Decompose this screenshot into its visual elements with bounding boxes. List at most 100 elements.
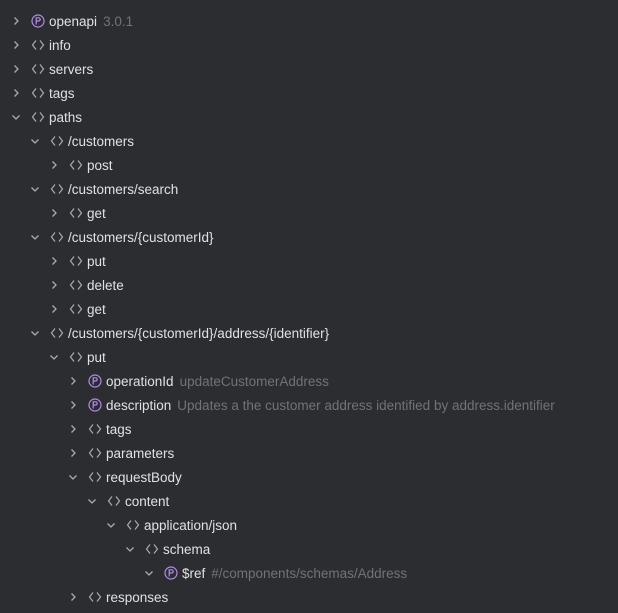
chevron-down-icon[interactable]: [48, 351, 60, 363]
node-label-group: requestBody: [106, 470, 182, 485]
node-label-group: $ref#/components/schemas/Address: [182, 566, 407, 581]
tree-node[interactable]: get: [0, 201, 618, 225]
tree-node[interactable]: application/json: [0, 513, 618, 537]
node-key: /customers/search: [68, 181, 179, 197]
tree-node[interactable]: operationId updateCustomerAddress: [0, 369, 618, 393]
chevron-down-icon[interactable]: [105, 519, 117, 531]
node-label-group: content: [125, 494, 169, 509]
tree-node[interactable]: responses: [0, 585, 618, 609]
object-icon: [69, 278, 83, 292]
chevron-right-icon[interactable]: [10, 39, 22, 51]
tree-node[interactable]: parameters: [0, 441, 618, 465]
chevron-right-icon[interactable]: [48, 207, 60, 219]
chevron-down-icon[interactable]: [29, 135, 41, 147]
node-label-group: /customers/{customerId}/address/{identif…: [68, 326, 329, 341]
node-key: operationId: [106, 373, 174, 389]
node-key: responses: [106, 589, 169, 605]
node-key: /customers/{customerId}: [68, 229, 214, 245]
node-label-group: /customers/search: [68, 182, 178, 197]
node-label-group: delete: [87, 278, 124, 293]
object-icon: [69, 254, 83, 268]
chevron-right-icon[interactable]: [10, 63, 22, 75]
tree-node[interactable]: content: [0, 489, 618, 513]
tree-node[interactable]: paths: [0, 105, 618, 129]
node-label-group: parameters: [106, 446, 174, 461]
property-icon: [88, 398, 102, 412]
tree-node[interactable]: /customers/search: [0, 177, 618, 201]
object-icon: [50, 134, 64, 148]
tree-node[interactable]: post: [0, 153, 618, 177]
node-key: requestBody: [106, 469, 182, 485]
chevron-right-icon[interactable]: [67, 591, 79, 603]
node-key: application/json: [144, 517, 238, 533]
object-icon: [50, 326, 64, 340]
chevron-right-icon[interactable]: [48, 255, 60, 267]
object-icon: [69, 302, 83, 316]
object-icon: [50, 182, 64, 196]
tree-node[interactable]: delete: [0, 273, 618, 297]
chevron-right-icon[interactable]: [10, 87, 22, 99]
tree-node[interactable]: requestBody: [0, 465, 618, 489]
tree-node[interactable]: info: [0, 33, 618, 57]
property-icon: [88, 374, 102, 388]
chevron-right-icon[interactable]: [67, 375, 79, 387]
object-icon: [31, 62, 45, 76]
node-key: get: [87, 205, 106, 221]
chevron-right-icon[interactable]: [67, 399, 79, 411]
tree-node[interactable]: servers: [0, 57, 618, 81]
object-icon: [69, 350, 83, 364]
node-key: post: [87, 157, 113, 173]
node-key: openapi: [49, 13, 98, 29]
node-label-group: paths: [49, 110, 82, 125]
chevron-right-icon[interactable]: [67, 423, 79, 435]
node-key: $ref: [182, 565, 206, 581]
tree-node[interactable]: put: [0, 249, 618, 273]
node-key: tags: [49, 85, 75, 101]
node-value: updateCustomerAddress: [179, 373, 329, 389]
chevron-down-icon[interactable]: [143, 567, 155, 579]
node-label-group: post: [87, 158, 113, 173]
node-key: delete: [87, 277, 124, 293]
tree-node[interactable]: $ref#/components/schemas/Address: [0, 561, 618, 585]
tree-node[interactable]: tags: [0, 81, 618, 105]
node-label-group: put: [87, 350, 106, 365]
tree-node[interactable]: get: [0, 297, 618, 321]
property-icon: [164, 566, 178, 580]
node-key: put: [87, 349, 106, 365]
node-label-group: tags: [106, 422, 132, 437]
tree-node[interactable]: schema: [0, 537, 618, 561]
node-key: get: [87, 301, 106, 317]
tree-node[interactable]: /customers/{customerId}: [0, 225, 618, 249]
chevron-down-icon[interactable]: [29, 231, 41, 243]
node-value: Updates a the customer address identifie…: [177, 397, 555, 413]
chevron-down-icon[interactable]: [29, 327, 41, 339]
node-label-group: get: [87, 206, 106, 221]
chevron-down-icon[interactable]: [124, 543, 136, 555]
chevron-down-icon[interactable]: [67, 471, 79, 483]
node-key: servers: [49, 61, 94, 77]
node-label-group: /customers/{customerId}: [68, 230, 214, 245]
node-key: paths: [49, 109, 83, 125]
chevron-right-icon[interactable]: [48, 279, 60, 291]
chevron-down-icon[interactable]: [86, 495, 98, 507]
node-key: tags: [106, 421, 132, 437]
chevron-right-icon[interactable]: [67, 447, 79, 459]
chevron-down-icon[interactable]: [10, 111, 22, 123]
tree-node[interactable]: openapi 3.0.1: [0, 9, 618, 33]
node-value: 3.0.1: [103, 13, 134, 29]
object-icon: [50, 230, 64, 244]
chevron-down-icon[interactable]: [29, 183, 41, 195]
tree-node[interactable]: /customers: [0, 129, 618, 153]
tree-node[interactable]: put: [0, 345, 618, 369]
chevron-right-icon[interactable]: [48, 303, 60, 315]
object-icon: [88, 446, 102, 460]
tree-node[interactable]: tags: [0, 417, 618, 441]
chevron-right-icon[interactable]: [48, 159, 60, 171]
node-label-group: application/json: [144, 518, 237, 533]
node-key: put: [87, 253, 106, 269]
chevron-right-icon[interactable]: [10, 15, 22, 27]
tree-node[interactable]: /customers/{customerId}/address/{identif…: [0, 321, 618, 345]
